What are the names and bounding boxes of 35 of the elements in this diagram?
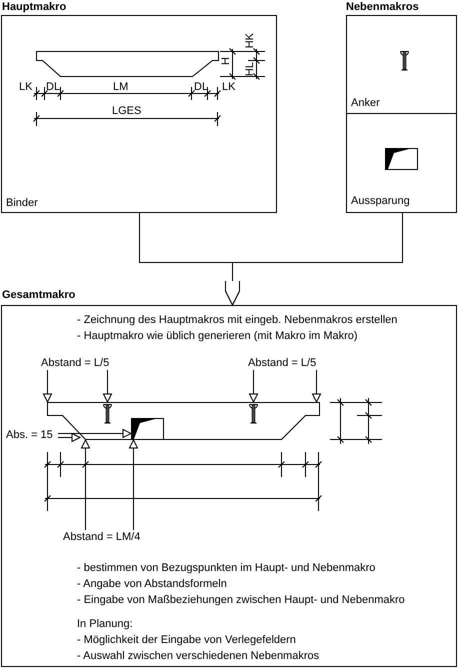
cell-caption: Aussparung — [351, 194, 410, 208]
dimension-label: DL — [194, 80, 208, 94]
reference-arrow — [103, 370, 112, 402]
reference-label: Abstand = L/5 — [41, 356, 110, 370]
reference-arrow — [43, 370, 52, 402]
note-line: - Hauptmakro wie üblich generieren (mit Makro im Makro) — [77, 329, 358, 343]
reference-arrow — [129, 440, 138, 530]
reference-label: Abstand = LM/4 — [63, 530, 140, 544]
reference-arrow — [58, 429, 132, 438]
dimension-label: LGES — [112, 104, 142, 118]
note-line: - Eingabe von Maßbeziehungen zwischen Haupt- und Nebenmakro — [77, 593, 405, 607]
note-line: - Angabe von Abstandsformeln — [77, 577, 227, 591]
panel-heading: Hauptmakro — [2, 0, 66, 14]
dimension-label: H — [221, 57, 232, 65]
panel-heading: Nebenmakros — [346, 0, 419, 14]
reference-arrow — [312, 370, 321, 402]
note-line: - bestimmen von Bezugspunkten im Haupt- und Nebenmakro — [77, 561, 376, 575]
panel-caption: Binder — [6, 196, 38, 210]
cell-caption: Anker — [351, 96, 380, 110]
reference-label: Abstand = L/5 — [248, 356, 316, 370]
reference-label: Abs. = 15 — [6, 428, 53, 442]
dimension-label: HK — [245, 33, 256, 48]
note-line: - Zeichnung des Hauptmakros mit eingeb. Nebenmakros erstellen — [77, 313, 398, 327]
dimension-label: LM — [113, 80, 128, 94]
dimension-label: LK — [19, 80, 32, 94]
dimension-label: DL — [46, 80, 60, 94]
note-line: - Auswahl zwischen verschiedenen Nebenmakros — [77, 649, 320, 663]
note-line: In Planung: — [77, 617, 133, 631]
dimension-label: HL — [245, 62, 256, 76]
reference-arrow — [81, 440, 90, 530]
panel-heading: Gesamtmakro — [2, 288, 76, 302]
reference-arrow — [249, 370, 258, 402]
dimension-label: LK — [222, 80, 236, 94]
reference-arrow — [58, 433, 80, 442]
note-line: - Möglichkeit der Eingabe von Verlegefeldern — [77, 633, 296, 647]
